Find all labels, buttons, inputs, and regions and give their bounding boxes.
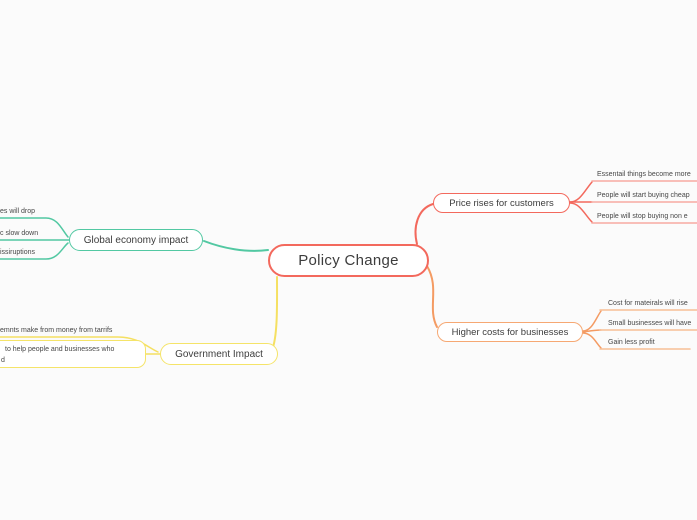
leaf-small-businesses[interactable]: Small businesses will have (608, 320, 692, 327)
node-government-impact[interactable]: Government Impact (160, 343, 278, 365)
node-government-label: Government Impact (175, 348, 263, 360)
leaf-material-costs-rise[interactable]: Cost for mateirals will rise (608, 300, 688, 307)
leaf-start-buying-cheap[interactable]: People will start buying cheap (597, 192, 690, 199)
node-global-label: Global economy impact (83, 234, 189, 246)
connector-root-government (271, 276, 279, 351)
leaf-help-line1: to help people and businesses who (5, 346, 115, 353)
leaf-help-line2: d (1, 357, 5, 364)
node-price-rises-for-customers[interactable]: Price rises for customers (433, 193, 570, 213)
node-root-label: Policy Change (298, 252, 399, 269)
connector-root-price (414, 203, 434, 245)
leaf-stop-buying-non-essential[interactable]: People will stop buying non e (597, 213, 688, 220)
connector-price-leaf3 (569, 202, 593, 223)
node-global-economy-impact[interactable]: Global economy impact (69, 229, 203, 251)
node-higher-label: Higher costs for businesses (451, 326, 569, 338)
connector-global-leaf1 (0, 217, 69, 238)
leaf-essential-things-more-expensive[interactable]: Essentail things become more (597, 171, 691, 178)
leaf-node-help-people-businesses[interactable]: to help people and businesses who d (0, 340, 146, 368)
leaf-disruptions[interactable]: issiruptions (0, 249, 36, 256)
leaf-economic-slow-down[interactable]: c slow down (0, 230, 39, 237)
leaf-gain-less-profit[interactable]: Gain less profit (608, 339, 655, 346)
connector-price-leaf1 (569, 181, 593, 203)
connector-higher-leaf1 (582, 310, 602, 332)
leaf-prices-will-drop[interactable]: es will drop (0, 208, 36, 215)
connector-global-leaf3 (0, 242, 69, 260)
connector-root-higher (426, 265, 438, 328)
node-price-label: Price rises for customers (449, 197, 554, 209)
node-root-policy-change[interactable]: Policy Change (268, 244, 429, 277)
node-higher-costs-for-businesses[interactable]: Higher costs for businesses (437, 322, 583, 342)
leaf-governments-money-from-tariffs[interactable]: emnts make from money from tarrifs (0, 327, 113, 334)
connector-higher-leaf3 (582, 332, 602, 349)
connector-root-global (203, 240, 269, 252)
